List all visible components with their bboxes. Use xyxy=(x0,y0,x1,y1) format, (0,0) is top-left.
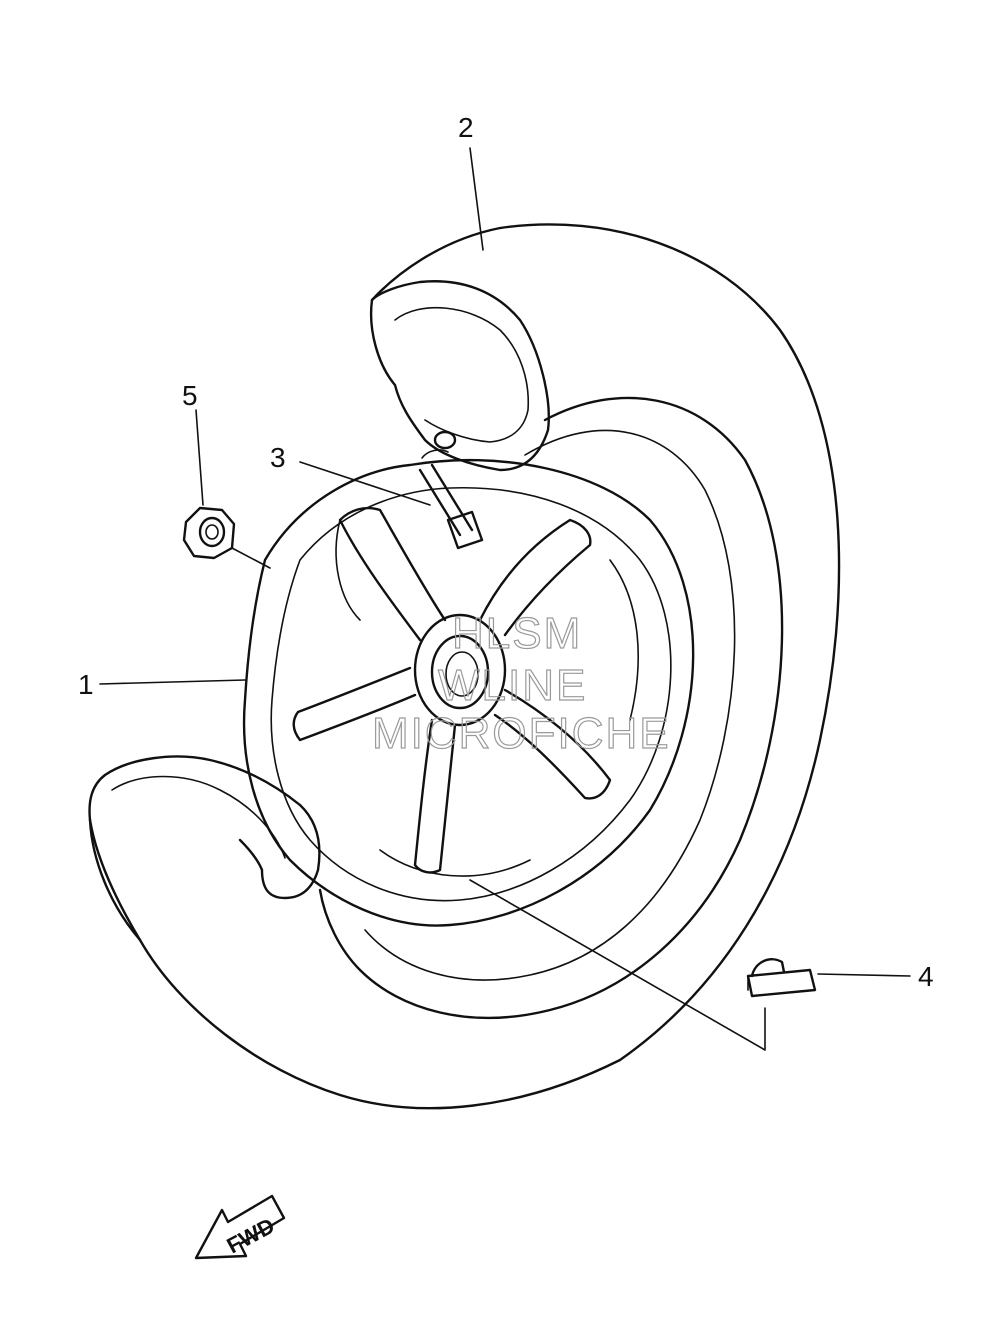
callout-3: 3 xyxy=(270,442,286,473)
balance-weight-icon xyxy=(746,958,817,998)
leader-lines xyxy=(99,147,911,1051)
callout-5: 5 xyxy=(182,380,198,411)
callout-4: 4 xyxy=(918,961,934,992)
tire-icon xyxy=(88,223,841,1110)
watermark-line-2: WLINE xyxy=(438,661,587,710)
callout-2: 2 xyxy=(458,112,474,143)
rim-icon xyxy=(242,458,695,927)
callout-1: 1 xyxy=(78,669,94,700)
watermark-line-3: MICROFICHE xyxy=(372,709,671,758)
valve-icon xyxy=(418,430,484,550)
watermark: HLSM WLINE MICROFICHE xyxy=(371,608,671,758)
nut-icon xyxy=(182,506,236,560)
fwd-arrow-icon: FWD xyxy=(194,1194,286,1260)
watermark-line-1: HLSM xyxy=(452,609,582,658)
